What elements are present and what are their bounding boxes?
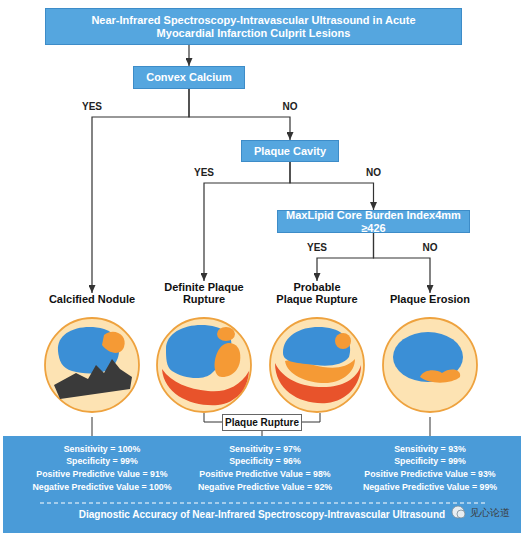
connector-arrow — [374, 233, 431, 293]
connector-arrow — [189, 89, 290, 140]
edge-label: YES — [307, 242, 327, 253]
tick-line — [92, 417, 93, 436]
decision-box: MaxLipid Core Burden Index4mm ≥426 — [277, 210, 470, 233]
statistic-text: Sensitivity = 97% — [175, 444, 355, 455]
vessel-outline — [149, 313, 259, 413]
caption-text: Diagnostic Accuracy of Near-Infrared Spe… — [3, 509, 521, 521]
connector-arrow — [92, 89, 189, 293]
statistic-text: Sensitivity = 100% — [12, 444, 192, 455]
box-text: Near-Infrared Spectroscopy-Intravascular… — [78, 14, 430, 40]
statistic-text: Positive Predictive Value = 98% — [175, 469, 355, 480]
connector-arrow — [317, 233, 374, 281]
title-box: Near-Infrared Spectroscopy-Intravascular… — [45, 8, 462, 45]
connector-arrow — [188, 45, 189, 66]
outcome-circle: Plaque Erosion — [375, 293, 485, 413]
statistic-text: Negative Predictive Value = 99% — [340, 482, 520, 493]
statistic-text: Negative Predictive Value = 92% — [175, 482, 355, 493]
watermark: 见心论道 — [470, 506, 510, 520]
outcome-label: Probable Plaque Rupture — [275, 281, 359, 305]
outcome-label: Calcified Nodule — [37, 293, 147, 305]
connector-arrow — [290, 162, 374, 210]
vessel-outline — [375, 313, 485, 413]
statistic-text: Negative Predictive Value = 100% — [12, 482, 192, 493]
decision-box: Plaque Cavity — [241, 140, 339, 162]
vessel-outline — [37, 313, 147, 413]
box-text: MaxLipid Core Burden Index4mm ≥426 — [278, 209, 469, 235]
statistic-text: Specificity = 99% — [12, 456, 192, 467]
edge-label: YES — [82, 101, 102, 112]
box-text: Plaque Rupture — [225, 417, 299, 428]
statistic-text: Specificity = 96% — [175, 456, 355, 467]
vessel-wall — [270, 318, 364, 412]
accuracy-band: Sensitivity = 100%Specificity = 99%Posit… — [3, 436, 521, 533]
edge-label: NO — [423, 242, 438, 253]
tick-line — [430, 417, 431, 436]
outcome-circle: Definite Plaque Rupture — [149, 281, 259, 413]
vessel-wall — [157, 318, 251, 412]
statistic-text: Specificity = 99% — [340, 456, 520, 467]
edge-label: NO — [283, 101, 298, 112]
outcome-circle: Probable Plaque Rupture — [262, 281, 372, 413]
statistic-text: Positive Predictive Value = 93% — [340, 469, 520, 480]
decision-box: Convex Calcium — [133, 66, 245, 89]
outcome-label: Plaque Erosion — [375, 293, 485, 305]
box-text: Convex Calcium — [146, 71, 232, 84]
statistic-text: Sensitivity = 93% — [340, 444, 520, 455]
outcome-circle: Calcified Nodule — [37, 293, 147, 413]
vessel-outline — [262, 313, 372, 413]
outcome-label: Definite Plaque Rupture — [162, 281, 246, 305]
edge-label: NO — [366, 167, 381, 178]
vessel-wall — [45, 318, 139, 412]
group-box: Plaque Rupture — [222, 414, 302, 431]
box-text: Plaque Cavity — [254, 145, 326, 158]
edge-label: YES — [194, 167, 214, 178]
vessel-wall — [383, 318, 477, 412]
statistic-text: Positive Predictive Value = 91% — [12, 469, 192, 480]
